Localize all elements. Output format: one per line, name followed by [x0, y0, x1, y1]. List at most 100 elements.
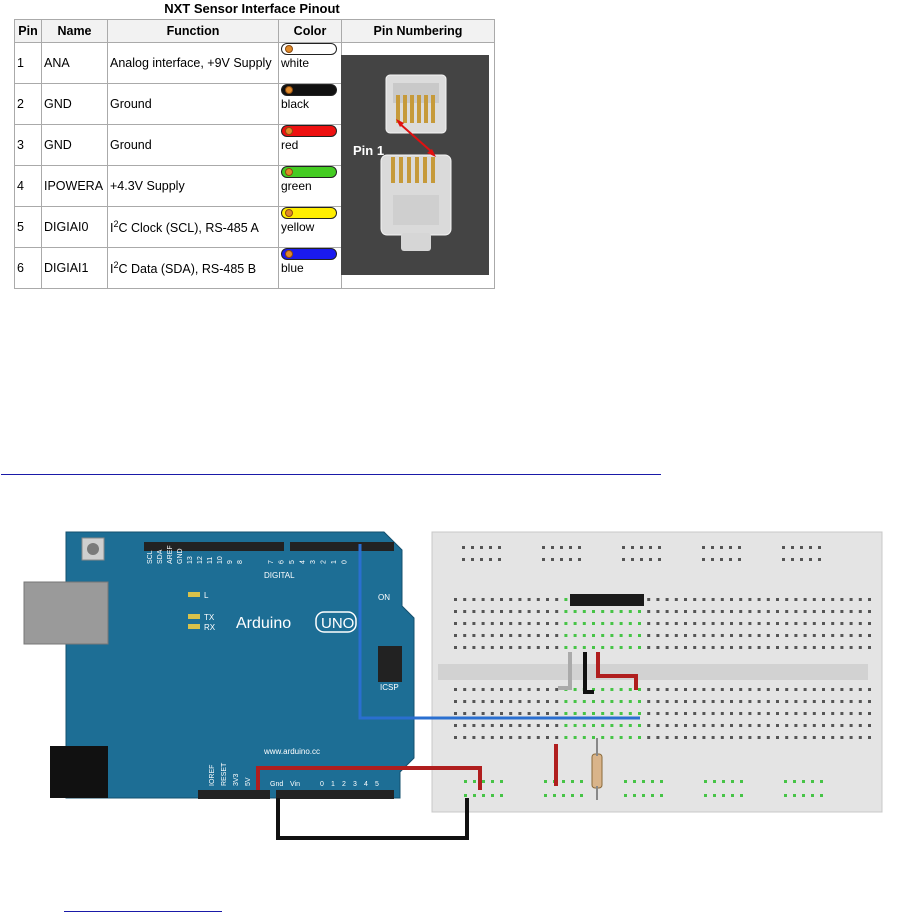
hyperlink-underline[interactable] — [1, 474, 661, 475]
breadboard-hole — [776, 610, 779, 613]
breadboard-hole — [748, 736, 752, 739]
breadboard-hole — [489, 558, 492, 561]
breadboard-hole — [640, 558, 643, 561]
breadboard-hole — [785, 598, 789, 601]
breadboard-hole — [776, 598, 779, 601]
breadboard-hole — [812, 646, 816, 649]
breadboard-hole — [481, 736, 485, 739]
breadboard-hole — [831, 622, 835, 625]
wire-swatch — [281, 248, 337, 260]
breadboard-hole — [776, 688, 779, 691]
breadboard-hole — [610, 688, 614, 691]
breadboard-hole — [573, 736, 577, 739]
header-pin: Pin — [14, 19, 42, 43]
breadboard-hole — [776, 736, 779, 739]
breadboard-hole — [757, 622, 761, 625]
breadboard-hole — [571, 794, 574, 797]
breadboard-hole — [582, 712, 586, 715]
breadboard-hole — [812, 598, 816, 601]
breadboard-hole — [647, 736, 651, 739]
breadboard-hole — [509, 610, 513, 613]
breadboard-hole — [509, 634, 513, 637]
breadboard-hole — [555, 646, 559, 649]
breadboard-hole — [748, 646, 752, 649]
wire-swatch — [281, 166, 337, 178]
breadboard-hole — [739, 736, 743, 739]
breadboard-hole — [739, 598, 743, 601]
breadboard-hole — [840, 598, 844, 601]
breadboard-hole — [536, 634, 540, 637]
breadboard-hole — [472, 610, 476, 613]
breadboard-hole — [766, 700, 770, 703]
breadboard-hole — [472, 724, 476, 727]
wire-end-icon — [285, 127, 293, 135]
breadboard-hole — [868, 712, 871, 715]
breadboard-hole — [527, 688, 531, 691]
breadboard-hole — [555, 700, 559, 703]
breadboard-hole — [840, 634, 844, 637]
header-pin-label: 4 — [300, 560, 307, 564]
breadboard-hole — [454, 736, 457, 739]
breadboard-hole — [803, 598, 807, 601]
breadboard-hole — [868, 688, 871, 691]
breadboard-hole — [858, 712, 862, 715]
breadboard-hole — [702, 724, 706, 727]
breadboard-hole — [803, 610, 807, 613]
breadboard-hole — [454, 646, 457, 649]
breadboard-hole — [868, 736, 871, 739]
icsp-label: ICSP — [380, 683, 399, 692]
breadboard-hole — [831, 610, 835, 613]
led-label-l: L — [204, 591, 209, 600]
breadboard-hole — [573, 688, 577, 691]
breadboard-hole — [601, 646, 605, 649]
breadboard-hole — [638, 610, 641, 613]
breadboard-hole — [481, 688, 485, 691]
hyperlink-underline-2[interactable] — [64, 911, 222, 912]
breadboard-hole — [711, 736, 715, 739]
breadboard-hole — [822, 688, 825, 691]
breadboard-hole — [582, 736, 586, 739]
breadboard-hole — [840, 646, 844, 649]
header-pin-label: 8 — [237, 560, 244, 564]
breadboard-hole — [794, 634, 798, 637]
rj12-connector-photo: Pin 1 — [341, 55, 489, 275]
breadboard-hole — [631, 558, 634, 561]
breadboard-hole — [818, 546, 821, 549]
breadboard-hole — [849, 688, 853, 691]
breadboard-hole — [766, 688, 770, 691]
breadboard-hole — [619, 688, 623, 691]
breadboard-hole — [820, 794, 823, 797]
breadboard-hole — [656, 700, 660, 703]
arduino-website-label: www.arduino.cc — [263, 747, 320, 756]
breadboard-hole — [564, 646, 568, 649]
breadboard-hole — [684, 598, 687, 601]
breadboard-hole — [684, 700, 687, 703]
breadboard-hole — [481, 700, 485, 703]
header-pin-label: 12 — [197, 556, 204, 564]
breadboard-hole — [536, 610, 540, 613]
breadboard-hole — [822, 724, 825, 727]
breadboard-hole — [638, 688, 641, 691]
breadboard-hole — [831, 634, 835, 637]
breadboard-hole — [454, 634, 457, 637]
breadboard-hole — [546, 736, 549, 739]
name-cell: DIGIAI0 — [41, 206, 108, 248]
color-cell: red — [278, 124, 342, 166]
breadboard-hole — [544, 794, 547, 797]
breadboard-hole — [822, 646, 825, 649]
breadboard-hole — [811, 780, 814, 783]
breadboard-hole — [454, 688, 457, 691]
breadboard-hole — [454, 700, 457, 703]
breadboard-hole — [809, 546, 812, 549]
power-pin-label: Gnd — [270, 781, 283, 788]
breadboard-hole — [647, 646, 651, 649]
breadboard-hole — [481, 646, 485, 649]
pin-cell: 3 — [14, 124, 42, 166]
breadboard-hole — [660, 794, 663, 797]
breadboard-hole — [573, 646, 577, 649]
on-label: ON — [378, 593, 390, 602]
breadboard-hole — [711, 546, 714, 549]
breadboard-hole — [711, 712, 715, 715]
breadboard-hole — [693, 700, 697, 703]
